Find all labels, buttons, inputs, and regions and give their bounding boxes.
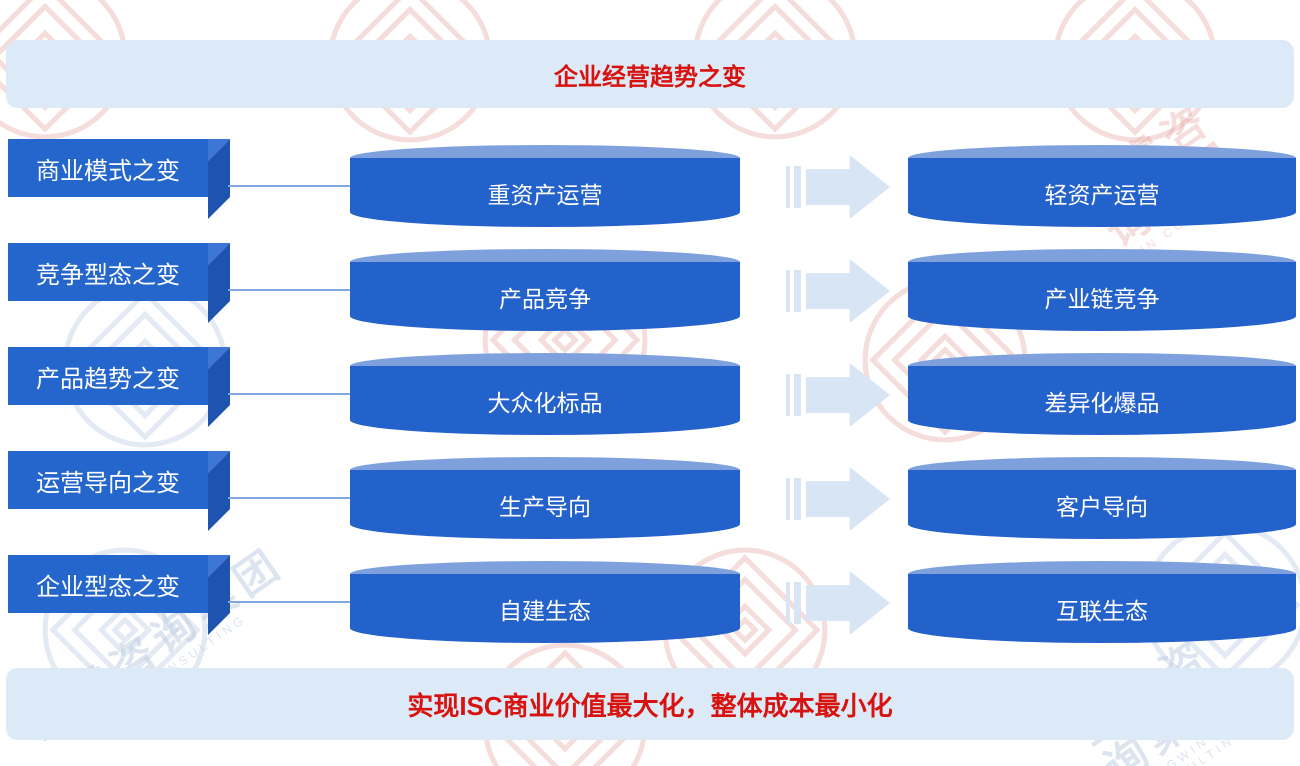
from-label: 自建生态 [499, 597, 591, 624]
from-label: 重资产运营 [487, 181, 603, 208]
box-front-face: 产品趋势之变 [8, 347, 208, 405]
cylinder-body: 互联生态 [908, 574, 1296, 643]
box-front-face: 运营导向之变 [8, 451, 208, 509]
from-cylinder: 大众化标品 [350, 353, 740, 435]
box-front-face: 商业模式之变 [8, 139, 208, 197]
to-label: 产业链竞争 [1044, 285, 1160, 312]
cylinder-body: 大众化标品 [350, 366, 740, 435]
right-arrow-icon [786, 467, 890, 531]
page-title: 企业经营趋势之变 [554, 63, 746, 91]
from-label: 产品竞争 [499, 285, 591, 312]
box-front-face: 竞争型态之变 [8, 243, 208, 301]
category-box: 商业模式之变 [8, 139, 230, 219]
trend-row-product: 产品趋势之变 大众化标品 差异化爆品 [0, 341, 1300, 445]
right-arrow-icon [786, 259, 890, 323]
connector-line [228, 497, 350, 499]
from-cylinder: 生产导向 [350, 457, 740, 539]
to-label: 客户导向 [1056, 493, 1148, 520]
trend-rows: 商业模式之变 重资产运营 轻资产运营 [0, 133, 1300, 653]
to-cylinder: 差异化爆品 [908, 353, 1296, 435]
title-banner: 企业经营趋势之变 [6, 40, 1294, 108]
category-box: 产品趋势之变 [8, 347, 230, 427]
to-cylinder: 互联生态 [908, 561, 1296, 643]
from-cylinder: 重资产运营 [350, 145, 740, 227]
category-label: 运营导向之变 [36, 469, 180, 497]
category-label: 竞争型态之变 [36, 261, 180, 289]
footer-banner: 实现ISC商业价值最大化，整体成本最小化 [6, 668, 1294, 740]
to-cylinder: 客户导向 [908, 457, 1296, 539]
from-label: 大众化标品 [487, 389, 603, 416]
category-label: 产品趋势之变 [36, 365, 180, 393]
from-label: 生产导向 [499, 493, 591, 520]
to-label: 差异化爆品 [1044, 389, 1160, 416]
category-label: 企业型态之变 [36, 573, 180, 601]
box-side-face [208, 451, 230, 531]
category-box: 运营导向之变 [8, 451, 230, 531]
trend-row-business-model: 商业模式之变 重资产运营 轻资产运营 [0, 133, 1300, 237]
to-label: 轻资产运营 [1044, 181, 1160, 208]
connector-line [228, 185, 350, 187]
cylinder-body: 产业链竞争 [908, 262, 1296, 331]
right-arrow-icon [786, 363, 890, 427]
cylinder-body: 生产导向 [350, 470, 740, 539]
from-cylinder: 产品竞争 [350, 249, 740, 331]
cylinder-body: 产品竞争 [350, 262, 740, 331]
to-label: 互联生态 [1056, 597, 1148, 624]
category-box: 企业型态之变 [8, 555, 230, 635]
trend-row-enterprise: 企业型态之变 自建生态 互联生态 [0, 549, 1300, 653]
box-side-face [208, 243, 230, 323]
right-arrow-icon [786, 571, 890, 635]
category-label: 商业模式之变 [36, 157, 180, 185]
cylinder-body: 差异化爆品 [908, 366, 1296, 435]
right-arrow-icon [786, 155, 890, 219]
cylinder-body: 自建生态 [350, 574, 740, 643]
connector-line [228, 601, 350, 603]
from-cylinder: 自建生态 [350, 561, 740, 643]
cylinder-body: 重资产运营 [350, 158, 740, 227]
to-cylinder: 产业链竞争 [908, 249, 1296, 331]
cylinder-body: 轻资产运营 [908, 158, 1296, 227]
connector-line [228, 393, 350, 395]
footer-title: 实现ISC商业价值最大化，整体成本最小化 [407, 690, 893, 721]
box-side-face [208, 139, 230, 219]
cylinder-body: 客户导向 [908, 470, 1296, 539]
box-side-face [208, 347, 230, 427]
connector-line [228, 289, 350, 291]
box-side-face [208, 555, 230, 635]
box-front-face: 企业型态之变 [8, 555, 208, 613]
category-box: 竞争型态之变 [8, 243, 230, 323]
to-cylinder: 轻资产运营 [908, 145, 1296, 227]
trend-row-operations: 运营导向之变 生产导向 客户导向 [0, 445, 1300, 549]
trend-row-competition: 竞争型态之变 产品竞争 产业链竞争 [0, 237, 1300, 341]
